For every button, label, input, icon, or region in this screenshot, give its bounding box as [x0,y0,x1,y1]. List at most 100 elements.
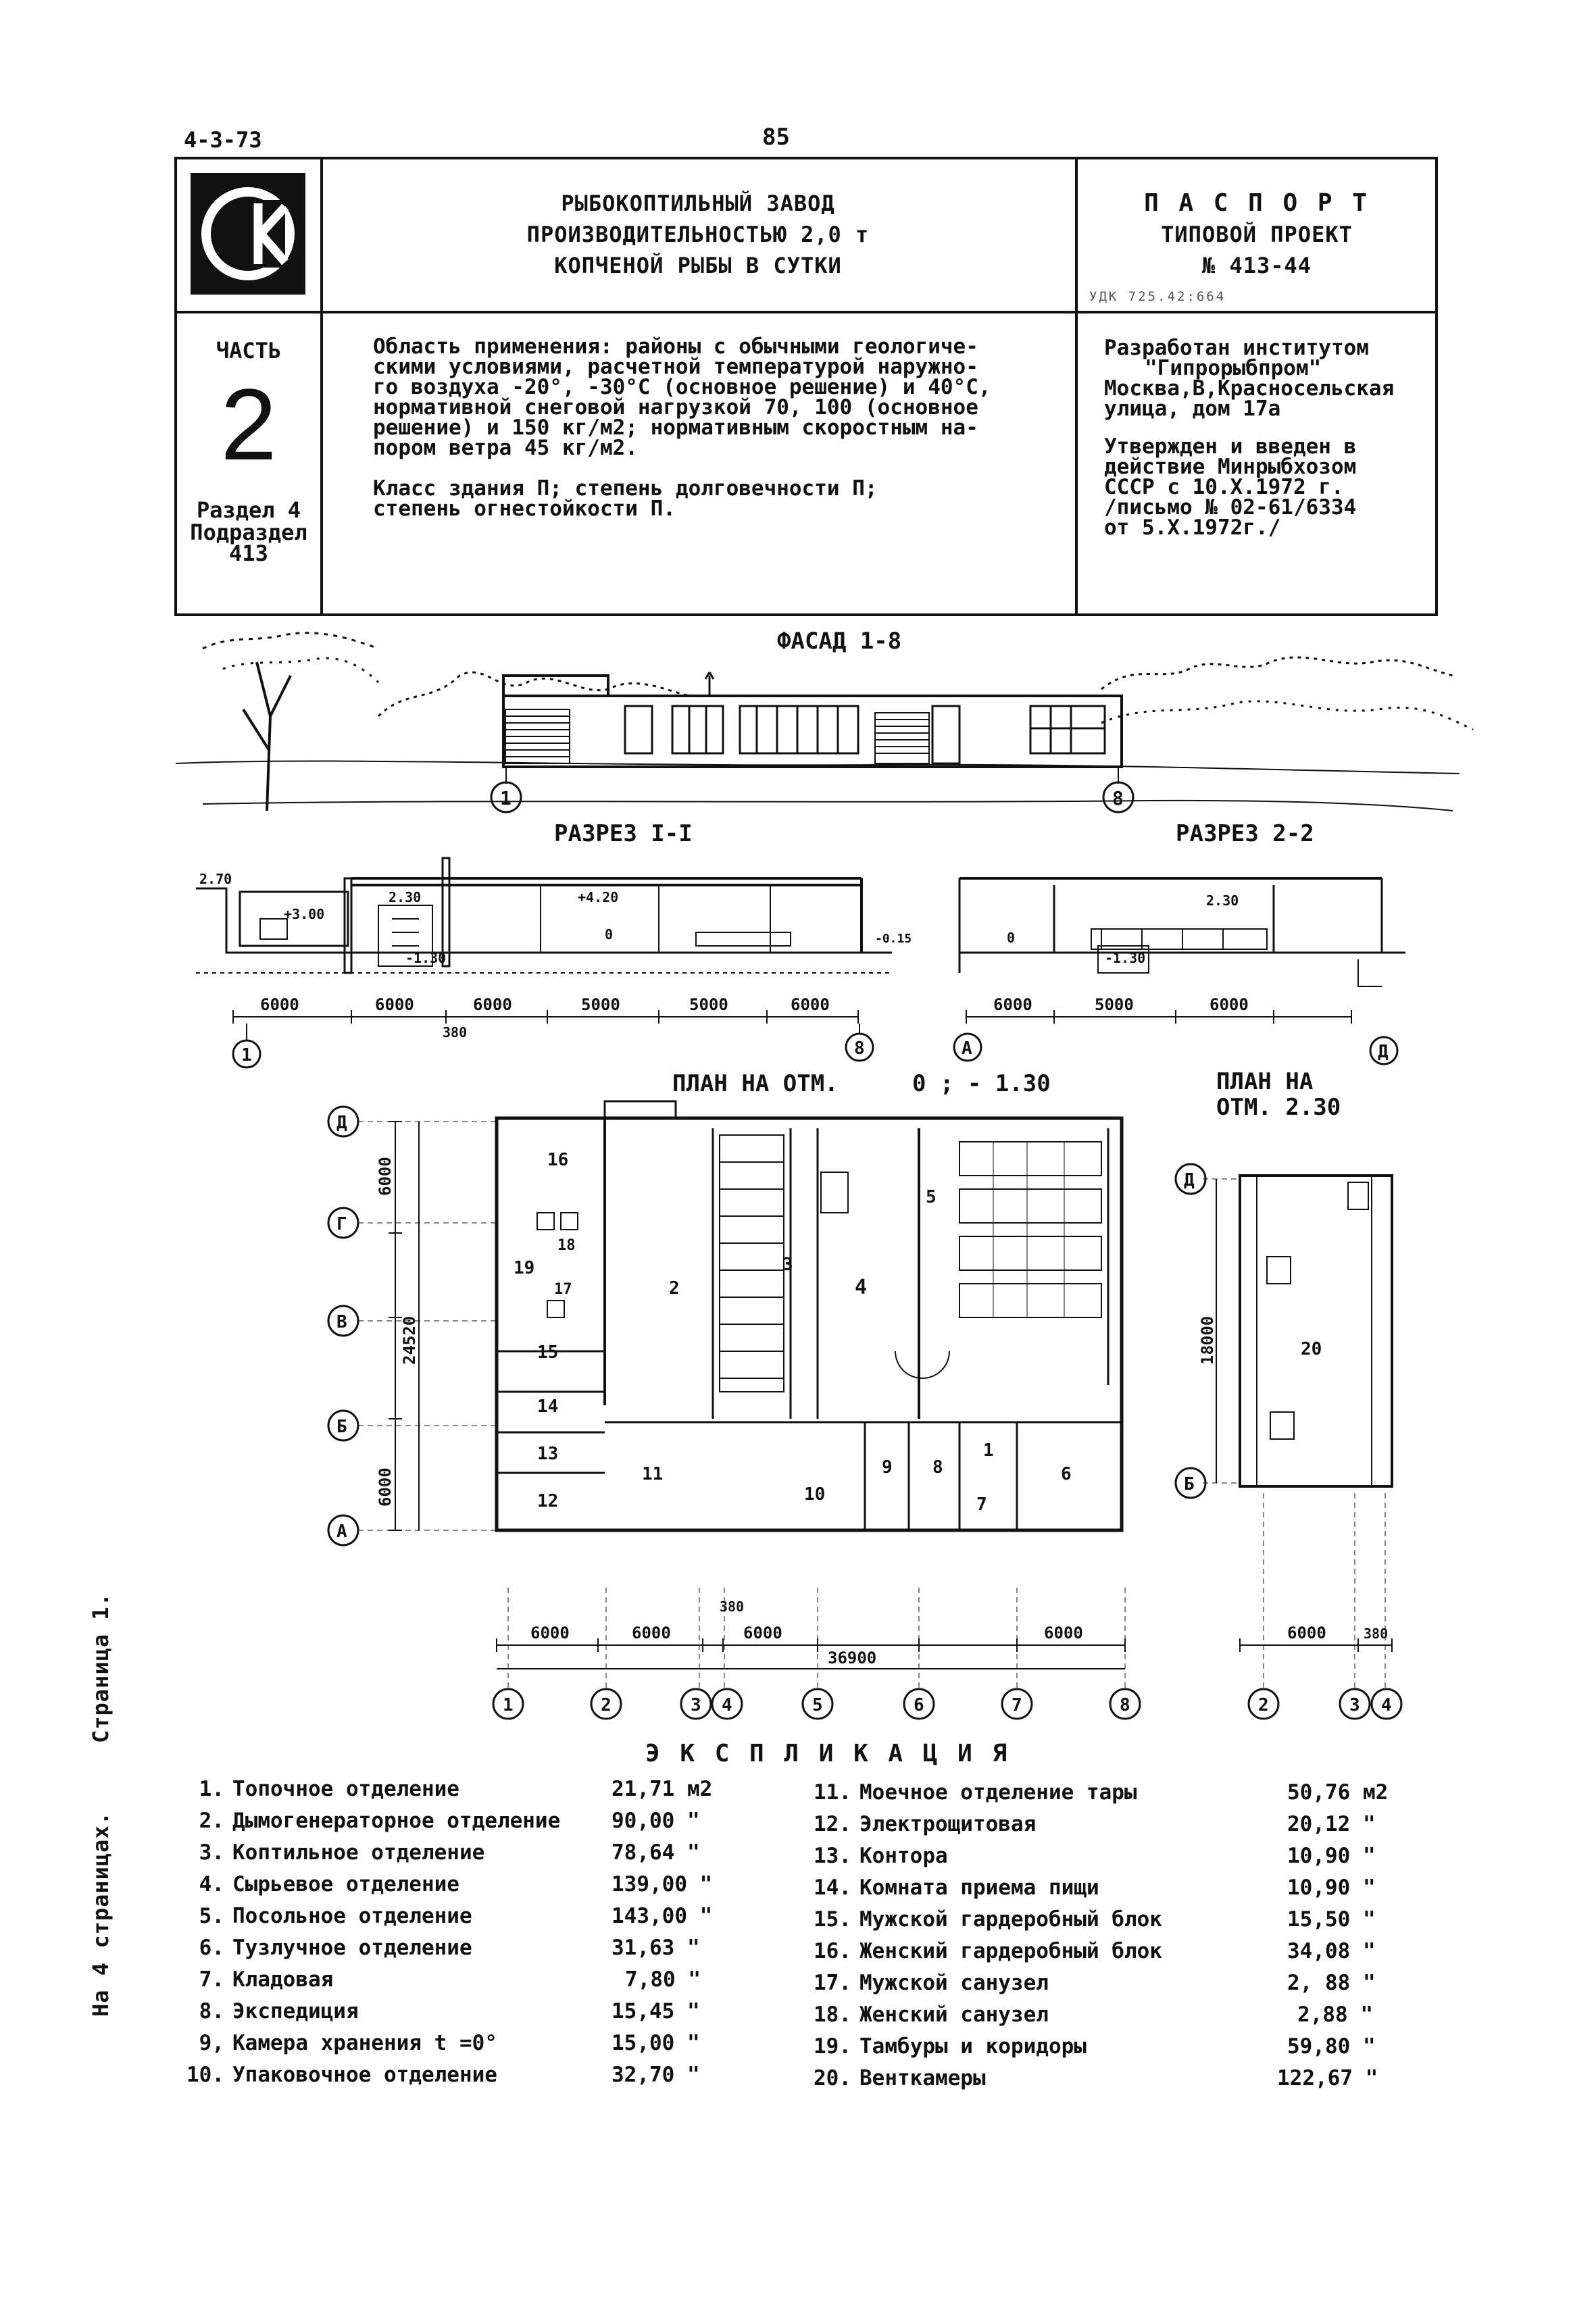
section-line-1: Раздел 4 [196,497,301,523]
legend-row: 19.Тамбуры и коридоры [804,2031,1087,2063]
section-line-3: 413 [229,540,268,566]
passport-line-3: № 413-44 [1201,253,1312,278]
header-divider-1 [320,157,323,616]
room-number: 10 [804,1484,825,1505]
plan-dim-total-bottom: 36900 [828,1649,876,1667]
developer-line: Разработан институтом [1104,336,1369,360]
room-number: 1 [983,1440,994,1461]
sec1-dim: 6000 [791,995,830,1014]
sec1-dim: 5000 [581,995,620,1014]
room-number: 11 [642,1464,663,1484]
scope-line: пором ветра 45 кг/м2. [373,436,638,460]
passport-block: П А С П О Р Т ТИПОВОЙ ПРОЕКТ № 413-44 [1078,188,1436,281]
plan-axis-num: 8 [1120,1695,1130,1715]
sec-mark: +3.00 [284,906,324,922]
sec-mark: 0 [1007,930,1015,946]
legend-name: Дымогенераторное отделение [232,1809,561,1833]
plan-marks: 0 ; - 1.30 [912,1070,1051,1097]
project-title: РЫБОКОПТИЛЬНЫЙ ЗАВОД ПРОИЗВОДИТЕЛЬНОСТЬЮ… [323,188,1073,281]
legend-name: Топочное отделение [232,1777,459,1801]
plan-dim-bottom: 380 [720,1599,744,1615]
legend-row: 11.Моечное отделение тары [804,1777,1137,1809]
room-number: 16 [547,1150,568,1170]
room-number: 14 [537,1397,558,1417]
legend-row: 13.Контора [804,1840,948,1872]
sec-mark: -1.30 [1105,950,1145,966]
plan2-title-a: ПЛАН НА [1216,1068,1313,1095]
plan2-axis-num: 3 [1349,1695,1360,1715]
legend-num: 9, [199,2031,224,2055]
plan-axis-d: Д [336,1113,347,1133]
sk-logo [191,173,305,295]
legend-name: Кладовая [232,1967,334,1992]
room-number: 2 [669,1278,680,1299]
plan-dim-bottom: 6000 [530,1624,570,1642]
plan2-title-b: ОТМ. 2.30 [1216,1094,1341,1121]
plan-dim-left: 6000 [376,1467,395,1507]
legend-title: Э К С П Л И К А Ц И Я [645,1740,1010,1767]
legend-area: 7,80 " [625,1967,701,1992]
legend-area: 15,00 " [612,2031,700,2055]
scope-line: Область применения: районы с обычными ге… [373,334,978,359]
passport-line-2: ТИПОВОЙ ПРОЕКТ [1161,222,1353,247]
legend-area: 34,08 " [1287,1939,1376,1963]
plan-axis-num: 5 [812,1695,823,1715]
room-number: 20 [1301,1339,1322,1359]
room-number: 15 [537,1342,558,1363]
sec1-axis-1: 1 [241,1045,252,1065]
side-pages-note: На 4 страницах. [88,1811,114,2017]
legend-name: Сырьевое отделение [232,1872,459,1896]
plan-axis-num: 7 [1012,1695,1022,1715]
title-line-3: КОПЧЕНОЙ РЫБЫ В СУТКИ [554,253,842,278]
legend-name: Посольное отделение [232,1904,472,1928]
legend-row: 9, Камера хранения t =0° [177,2028,497,2059]
plan2-axis-num: 2 [1258,1695,1269,1715]
legend-num: 10. [186,2063,224,2087]
sec-mark: -1.30 [405,950,446,966]
room-number: 6 [1061,1464,1072,1484]
legend-num: 15. [814,1907,851,1932]
plan-axis-a: А [336,1521,347,1542]
legend-area: 15,50 " [1287,1907,1376,1932]
legend-area: 59,80 " [1287,2034,1376,2059]
legend-name: Экспедиция [232,1999,359,2023]
sec1-dim: 6000 [473,995,512,1014]
drawings-sheet: ФАСАД 1-8 РАЗРЕЗ I-I РАЗРЕЗ 2-2 ПЛАН НА … [175,628,1474,1720]
legend-num: 1. [199,1777,224,1801]
legend-num: 19. [814,2034,851,2059]
room-number: 19 [514,1258,534,1278]
plan2-dim: 6000 [1287,1624,1326,1642]
plan-axis-num: 3 [691,1695,701,1715]
section-line-2: Подраздел [190,520,307,545]
legend-row: 18.Женский санузел [804,1999,1049,2031]
sec-mark: +4.20 [578,889,618,905]
plan-axis-num: 1 [503,1695,514,1715]
legend-area: 20,12 " [1287,1812,1376,1836]
legend-row: 4.Сырьевое отделение [177,1869,459,1901]
section2-title: РАЗРЕЗ 2-2 [1176,820,1314,847]
title-line-1: РЫБОКОПТИЛЬНЫЙ ЗАВОД [561,191,835,216]
facade-axis-8: 8 [1112,787,1124,809]
sec-mark: 2.30 [1206,892,1239,909]
plan2-dim: 18000 [1198,1316,1217,1365]
legend-num: 13. [814,1844,851,1868]
facade-title: ФАСАД 1-8 [777,628,901,655]
legend-num: 20. [814,2066,851,2090]
room-number: 17 [554,1281,572,1298]
legend-area: 2,88 " [1297,2003,1373,2027]
room-number: 5 [926,1187,937,1207]
room-number: 7 [976,1494,987,1515]
sec2-dim: 6000 [993,995,1032,1014]
plan2-dim: 380 [1364,1626,1388,1642]
legend-name: Женский санузел [859,2003,1049,2027]
legend-name: Камера хранения t =0° [232,2031,497,2055]
sec-mark: 2.70 [199,871,232,887]
developer-text: Разработан институтом "Гипрорыбпром" Мос… [1104,338,1435,538]
legend-row: 1. Топочное отделение [177,1774,459,1805]
legend-row: 16.Женский гардеробный блок [804,1936,1162,1967]
legend-name: Упаковочное отделение [232,2063,497,2087]
legend-row: 5.Посольное отделение [177,1901,472,1932]
legend-row: 17.Мужской санузел [804,1967,1049,1999]
legend-area: 32,70 " [612,2063,700,2087]
plan-axis-num: 2 [601,1695,612,1715]
